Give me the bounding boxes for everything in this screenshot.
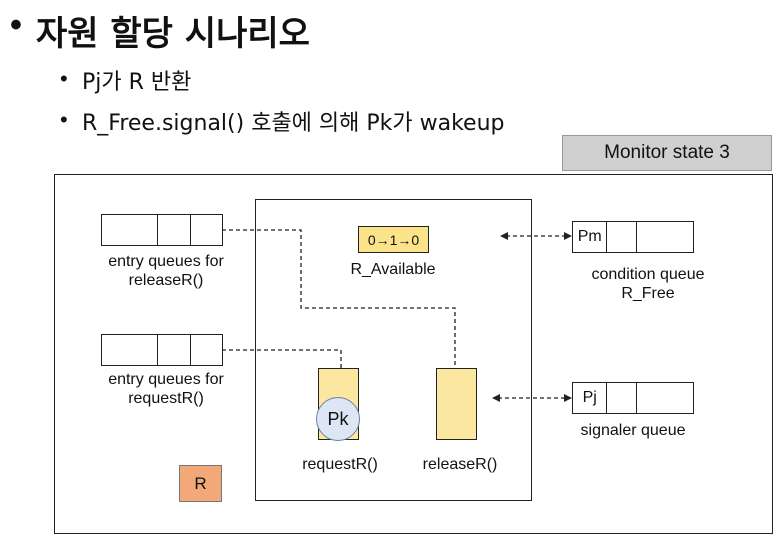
condition-queue-item: Pm — [577, 228, 602, 245]
signaler-queue-item: Pj — [582, 389, 597, 406]
queue-slot — [189, 335, 222, 365]
bullet-2-marker: • — [60, 107, 68, 132]
request-entry-queue — [101, 334, 223, 366]
queue-slot — [606, 222, 636, 252]
condition-arrow-head-right — [564, 232, 572, 240]
queue-slot — [102, 335, 157, 365]
signaler-queue: Pj — [572, 382, 694, 414]
queue-slot — [102, 215, 157, 245]
diagram-frame — [54, 174, 773, 534]
queue-slot — [606, 383, 636, 413]
condition-queue: Pm — [572, 221, 694, 253]
signaler-arrow-head-left — [492, 394, 500, 402]
release-queue-connector — [222, 229, 456, 368]
queue-slot — [635, 383, 693, 413]
queue-slot — [189, 215, 222, 245]
r-available-label: R_Available — [350, 261, 436, 278]
r-available-value: 0→1→0 — [358, 226, 429, 253]
slide-title: 자원 할당 시나리오 — [36, 14, 310, 54]
process-pk-circle: Pk — [316, 397, 360, 441]
queue-slot — [635, 222, 693, 252]
release-entry-queue-label: entry queues for releaseR() — [108, 253, 224, 289]
monitor-box — [255, 199, 532, 501]
condition-queue-label: condition queue R_Free — [591, 266, 705, 302]
bullet-2-text: R_Free.signal() 호출에 의해 Pk가 wakeup — [82, 111, 505, 136]
bullet-1-text: Pj가 R 반환 — [82, 70, 192, 95]
release-procedure-box — [436, 368, 477, 440]
signaler-arrow-head-right — [564, 394, 572, 402]
monitor-state-label: Monitor state 3 — [562, 135, 772, 171]
signaler-queue-label: signaler queue — [580, 422, 686, 439]
request-procedure-label: requestR() — [302, 456, 378, 473]
queue-slot — [157, 215, 189, 245]
request-entry-queue-label: entry queues for requestR() — [108, 371, 224, 407]
resource-r-box: R — [179, 465, 222, 502]
request-queue-connector — [222, 349, 342, 368]
condition-arrow-head-left — [500, 232, 508, 240]
title-bullet: • — [10, 6, 22, 44]
release-entry-queue — [101, 214, 223, 246]
release-procedure-label: releaseR() — [422, 456, 498, 473]
queue-slot — [157, 335, 189, 365]
bullet-1-marker: • — [60, 66, 68, 91]
